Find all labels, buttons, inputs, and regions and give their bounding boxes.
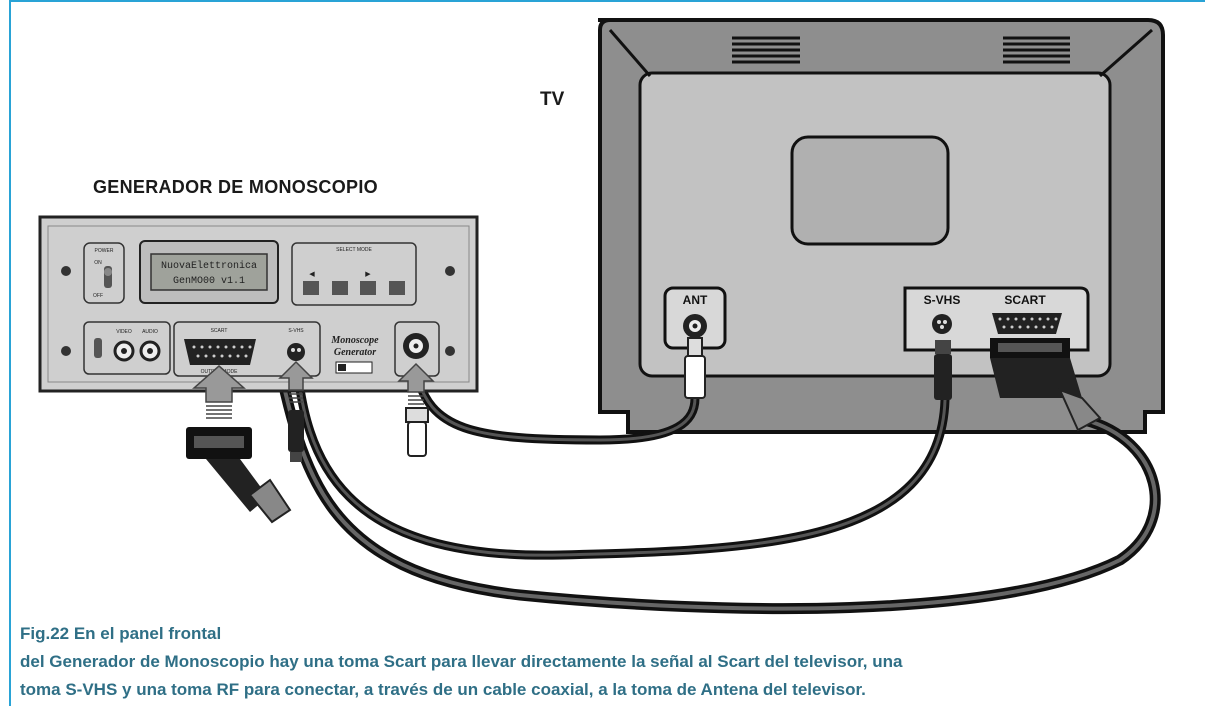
caption-line-3: toma S-VHS y una toma RF para conectar, …	[20, 680, 866, 699]
frame-top-border	[9, 0, 1205, 2]
brand-logo	[335, 361, 373, 374]
caption-line-1: Fig.22 En el panel frontal	[20, 624, 222, 643]
plugs	[186, 337, 1102, 524]
power-on-label: ON	[94, 260, 102, 266]
left-arrow-icon: ◀	[309, 271, 315, 278]
rf-arrow-icon	[397, 362, 435, 393]
plug-arrows	[192, 360, 435, 419]
tv-svhs-socket	[932, 314, 952, 334]
tv-scart-plug	[990, 358, 1082, 398]
gen-svhs-label: S-VHS	[288, 328, 304, 334]
gen-rf-plug	[407, 421, 427, 457]
tv-scart-socket	[992, 313, 1062, 334]
select-mode-label: SELECT MODE	[336, 247, 372, 253]
power-off-label: OFF	[93, 293, 103, 299]
gen-svhs-plug	[288, 410, 304, 452]
right-arrow-icon: ▶	[365, 271, 371, 278]
tv-svhs-label: S-VHS	[924, 293, 961, 307]
brand-line-2: Generator	[334, 347, 376, 358]
generator-panel: POWER ON OFF NuovaElettronica GenMO00 v1…	[38, 215, 479, 393]
audio-label: AUDIO	[142, 329, 158, 335]
tv-vent-right	[1003, 36, 1070, 64]
frame-left-border	[9, 0, 11, 706]
lcd-line-1: NuovaElettronica	[161, 260, 257, 272]
tv-label: TV	[540, 89, 565, 110]
tv-ant-plug	[684, 355, 706, 399]
figure-caption: Fig.22 En el panel frontal del Generador…	[20, 620, 1185, 704]
brand-line-1: Monoscope	[330, 335, 379, 346]
gen-scart-label: SCART	[211, 328, 228, 334]
tv-ant-label: ANT	[683, 293, 708, 307]
mode-button-1[interactable]	[303, 281, 319, 295]
generator-title: GENERADOR DE MONOSCOPIO	[93, 177, 378, 197]
gen-scart-socket	[184, 339, 256, 365]
mode-button-4[interactable]	[389, 281, 405, 295]
video-label: VIDEO	[116, 329, 132, 335]
lcd-display	[150, 253, 268, 291]
cables	[259, 294, 1161, 615]
mode-button-2[interactable]	[332, 281, 348, 295]
mode-button-3[interactable]	[360, 281, 376, 295]
gen-svhs-socket	[287, 343, 305, 361]
svhs-arrow-icon	[278, 360, 314, 391]
caption-line-2: del Generador de Monoscopio hay una toma…	[20, 652, 903, 671]
mode-switch[interactable]	[94, 338, 102, 358]
tv-set: ANT S-VHS SCART	[598, 18, 1165, 434]
lcd-line-2: GenMO00 v1.1	[173, 276, 245, 287]
scart-arrow-icon	[192, 365, 246, 403]
power-label: POWER	[95, 248, 114, 254]
tv-vent-left	[732, 36, 800, 64]
tv-scart-label: SCART	[1004, 293, 1046, 307]
tv-svhs-plug	[934, 354, 952, 400]
